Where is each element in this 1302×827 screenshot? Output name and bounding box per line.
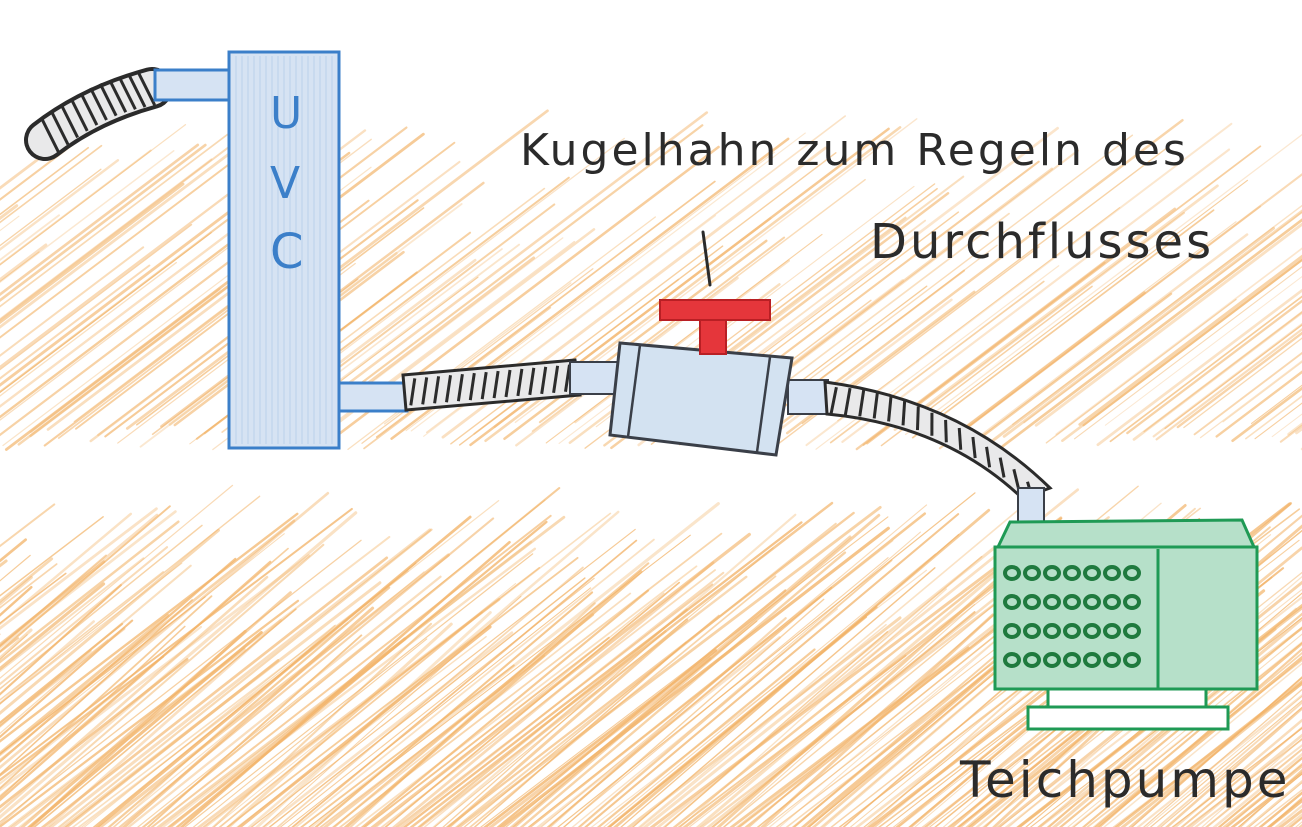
uvc-letter-v: V bbox=[270, 158, 300, 209]
label-pointer-line bbox=[701, 230, 712, 287]
pump-intake-hole bbox=[1023, 565, 1041, 581]
pump-intake-hole bbox=[1123, 623, 1141, 639]
pump-outlet-stub bbox=[1017, 487, 1045, 525]
pump-intake-hole bbox=[1003, 652, 1021, 668]
valve-label-line2: Durchflusses bbox=[870, 214, 1214, 270]
uvc-letter-u: U bbox=[270, 88, 302, 139]
pump-intake-hole bbox=[1123, 594, 1141, 610]
valve-label-line1: Kugelhahn zum Regeln des bbox=[520, 125, 1189, 176]
valve-inlet-stub bbox=[569, 361, 621, 395]
pump-intake-hole bbox=[1043, 594, 1061, 610]
uvc-letter-c: C bbox=[270, 224, 304, 280]
pump-base-lower bbox=[1026, 705, 1230, 731]
uvc-unit: U V C bbox=[227, 50, 341, 450]
pump-intake-hole bbox=[1023, 623, 1041, 639]
pump-intake-hole bbox=[1043, 565, 1061, 581]
pump-intake-hole bbox=[1103, 565, 1121, 581]
pump-base-upper bbox=[1046, 687, 1208, 709]
pump-intake-hole bbox=[1083, 565, 1101, 581]
pump-intake-hole bbox=[1063, 594, 1081, 610]
valve-outlet-stub bbox=[787, 379, 829, 415]
ball-valve-icon bbox=[608, 341, 794, 457]
pump-intake-hole bbox=[1003, 565, 1021, 581]
uvc-outlet-pipe bbox=[337, 381, 409, 413]
pump-label: Teichpumpe bbox=[959, 751, 1291, 809]
pump-intake-grid bbox=[1003, 565, 1141, 668]
pump-top bbox=[995, 518, 1257, 549]
pump-intake-hole bbox=[1083, 623, 1101, 639]
pump-intake-hole bbox=[1003, 623, 1021, 639]
pump-intake-hole bbox=[1103, 594, 1121, 610]
pump-intake-hole bbox=[1063, 565, 1081, 581]
pump-intake-hole bbox=[1103, 623, 1121, 639]
pump-intake-hole bbox=[1003, 594, 1021, 610]
pump-intake-hole bbox=[1043, 652, 1061, 668]
pump-intake-hole bbox=[1103, 652, 1121, 668]
pump-intake-hole bbox=[1043, 623, 1061, 639]
outlet-hose bbox=[24, 67, 173, 161]
pump-intake-hole bbox=[1123, 652, 1141, 668]
pump-intake-hole bbox=[1123, 565, 1141, 581]
pump-intake-hole bbox=[1063, 623, 1081, 639]
pump-intake-hole bbox=[1023, 652, 1041, 668]
pump-intake-hole bbox=[1063, 652, 1081, 668]
ball-valve bbox=[608, 299, 794, 457]
hose-valve-to-pump bbox=[823, 380, 1053, 501]
valve-handle bbox=[659, 299, 771, 321]
uvc-inlet-pipe bbox=[153, 68, 233, 102]
pump-intake-hole bbox=[1023, 594, 1041, 610]
valve-handle-stem bbox=[699, 317, 727, 355]
pump-intake-hole bbox=[1083, 594, 1101, 610]
crayon-background bbox=[0, 109, 1302, 827]
pond-pump bbox=[993, 518, 1259, 731]
pump-intake-hole bbox=[1083, 652, 1101, 668]
